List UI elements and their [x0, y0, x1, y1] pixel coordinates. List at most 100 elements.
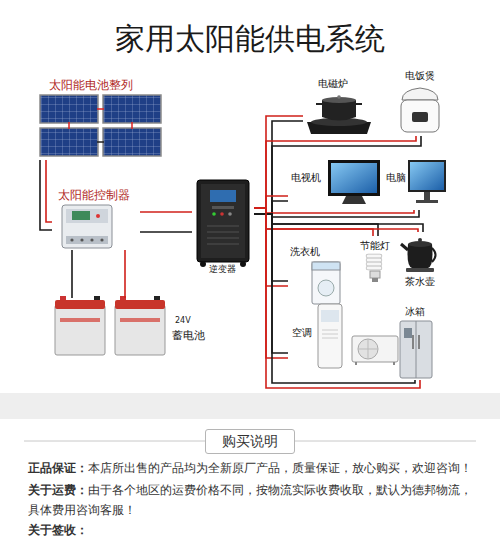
section-heading-box: 购买说明 — [205, 429, 295, 454]
wire-pair — [254, 136, 421, 214]
refrigerator — [400, 321, 432, 378]
component-node: 节能灯 — [356, 236, 394, 286]
air-conditioner — [318, 304, 342, 368]
solar-controller — [62, 205, 112, 248]
component-label: 太阳能电池整列 — [49, 78, 133, 92]
component-label: 节能灯 — [360, 240, 390, 252]
solar-controller — [90, 238, 93, 241]
inverter — [210, 190, 236, 202]
induction-cooker — [316, 103, 362, 105]
solar-panel-array — [103, 95, 161, 123]
induction-cooker — [307, 95, 371, 134]
energy-saving-lamp — [372, 278, 378, 282]
computer-monitor — [408, 160, 446, 192]
section-heading: 购买说明 — [222, 433, 278, 450]
battery — [120, 318, 160, 322]
negative-wire — [40, 160, 52, 230]
inverter — [197, 180, 249, 262]
wire-pair — [254, 196, 288, 214]
electric-kettle — [401, 238, 436, 272]
solar-panel-array — [97, 141, 104, 143]
component-label: 电视机 — [291, 172, 321, 184]
energy-saving-lamp — [370, 271, 380, 278]
air-conditioner — [352, 336, 398, 362]
positive-wire — [254, 208, 414, 213]
inverter — [212, 206, 234, 209]
wire-pair — [254, 116, 303, 214]
wire-pair — [254, 208, 423, 232]
positive-wire — [254, 208, 418, 232]
air-conditioner — [356, 362, 394, 365]
positive-wire — [254, 196, 288, 208]
computer-monitor — [408, 160, 446, 203]
rice-cooker — [402, 88, 438, 100]
note-paragraph: 关于签收： — [28, 520, 474, 540]
refrigerator — [416, 321, 417, 378]
component-node: 冰箱 — [400, 306, 440, 380]
solar-controller — [66, 236, 108, 244]
washing-machine — [312, 262, 340, 304]
air-conditioner — [322, 330, 338, 338]
rice-cooker — [412, 112, 428, 122]
washing-machine — [312, 262, 340, 304]
negative-wire — [140, 231, 192, 233]
title: 家用太阳能供电系统 — [115, 20, 385, 58]
battery — [55, 296, 165, 355]
positive-wire — [254, 116, 303, 208]
component-node: 茶水壶 — [398, 232, 442, 290]
solar-controller — [72, 211, 90, 220]
refrigerator — [404, 328, 412, 338]
note-text: 由于各个地区的运费价格不同，按物流实际收费收取，默认为德邦物流，具体费用咨询客服… — [28, 483, 472, 517]
battery — [115, 305, 165, 355]
note-heading: 关于签收： — [28, 523, 88, 537]
washing-machine — [318, 280, 334, 296]
induction-cooker — [337, 95, 341, 99]
component-node: 电饭煲 — [396, 70, 444, 136]
electric-kettle — [401, 244, 408, 250]
television — [342, 196, 366, 204]
solar-controller — [66, 209, 108, 223]
energy-saving-lamp — [368, 256, 380, 282]
positive-wire — [254, 208, 288, 358]
component-label: 洗衣机 — [290, 246, 320, 258]
battery — [55, 300, 105, 309]
solar-panel-array — [40, 95, 161, 156]
rice-cooker — [401, 100, 439, 132]
note-paragraph: 关于运费：由于各个地区的运费价格不同，按物流实际收费收取，默认为德邦物流，具体费… — [28, 480, 474, 520]
computer-monitor — [424, 192, 430, 200]
solar-controller — [96, 214, 100, 218]
air-conditioner — [358, 339, 378, 359]
solar-controller — [62, 205, 112, 248]
air-conditioner — [358, 339, 378, 359]
battery — [94, 296, 100, 300]
title-wrap: 家用太阳能供电系统 — [0, 20, 500, 58]
battery — [55, 305, 105, 355]
component-label: 电磁炉 — [318, 78, 348, 90]
electric-kettle — [406, 268, 434, 272]
energy-saving-lamp — [368, 256, 380, 268]
refrigerator — [400, 321, 432, 378]
positive-wire — [254, 208, 288, 286]
component-node: 空调 — [288, 300, 400, 372]
solar-panel-array — [103, 128, 161, 156]
negative-wire — [254, 136, 421, 214]
component-node: 洗衣机 — [288, 246, 342, 306]
inverter — [207, 226, 239, 244]
air-conditioner — [321, 310, 339, 322]
component-label: 逆变器 — [209, 264, 236, 275]
note-heading: 关于运费： — [28, 483, 88, 497]
solar-panel-array — [40, 95, 98, 123]
component-node: 电脑 — [384, 154, 448, 210]
inverter — [197, 180, 249, 267]
electric-kettle — [418, 238, 422, 242]
negative-wire — [254, 214, 288, 353]
info-band — [0, 393, 500, 419]
note-heading: 正品保证： — [28, 461, 88, 475]
television — [328, 160, 380, 204]
rice-cooker — [401, 88, 439, 132]
computer-monitor — [410, 162, 444, 190]
solar-panel-array — [40, 128, 98, 156]
negative-wire — [71, 250, 73, 298]
positive-wire — [124, 250, 126, 298]
air-conditioner — [318, 304, 398, 368]
